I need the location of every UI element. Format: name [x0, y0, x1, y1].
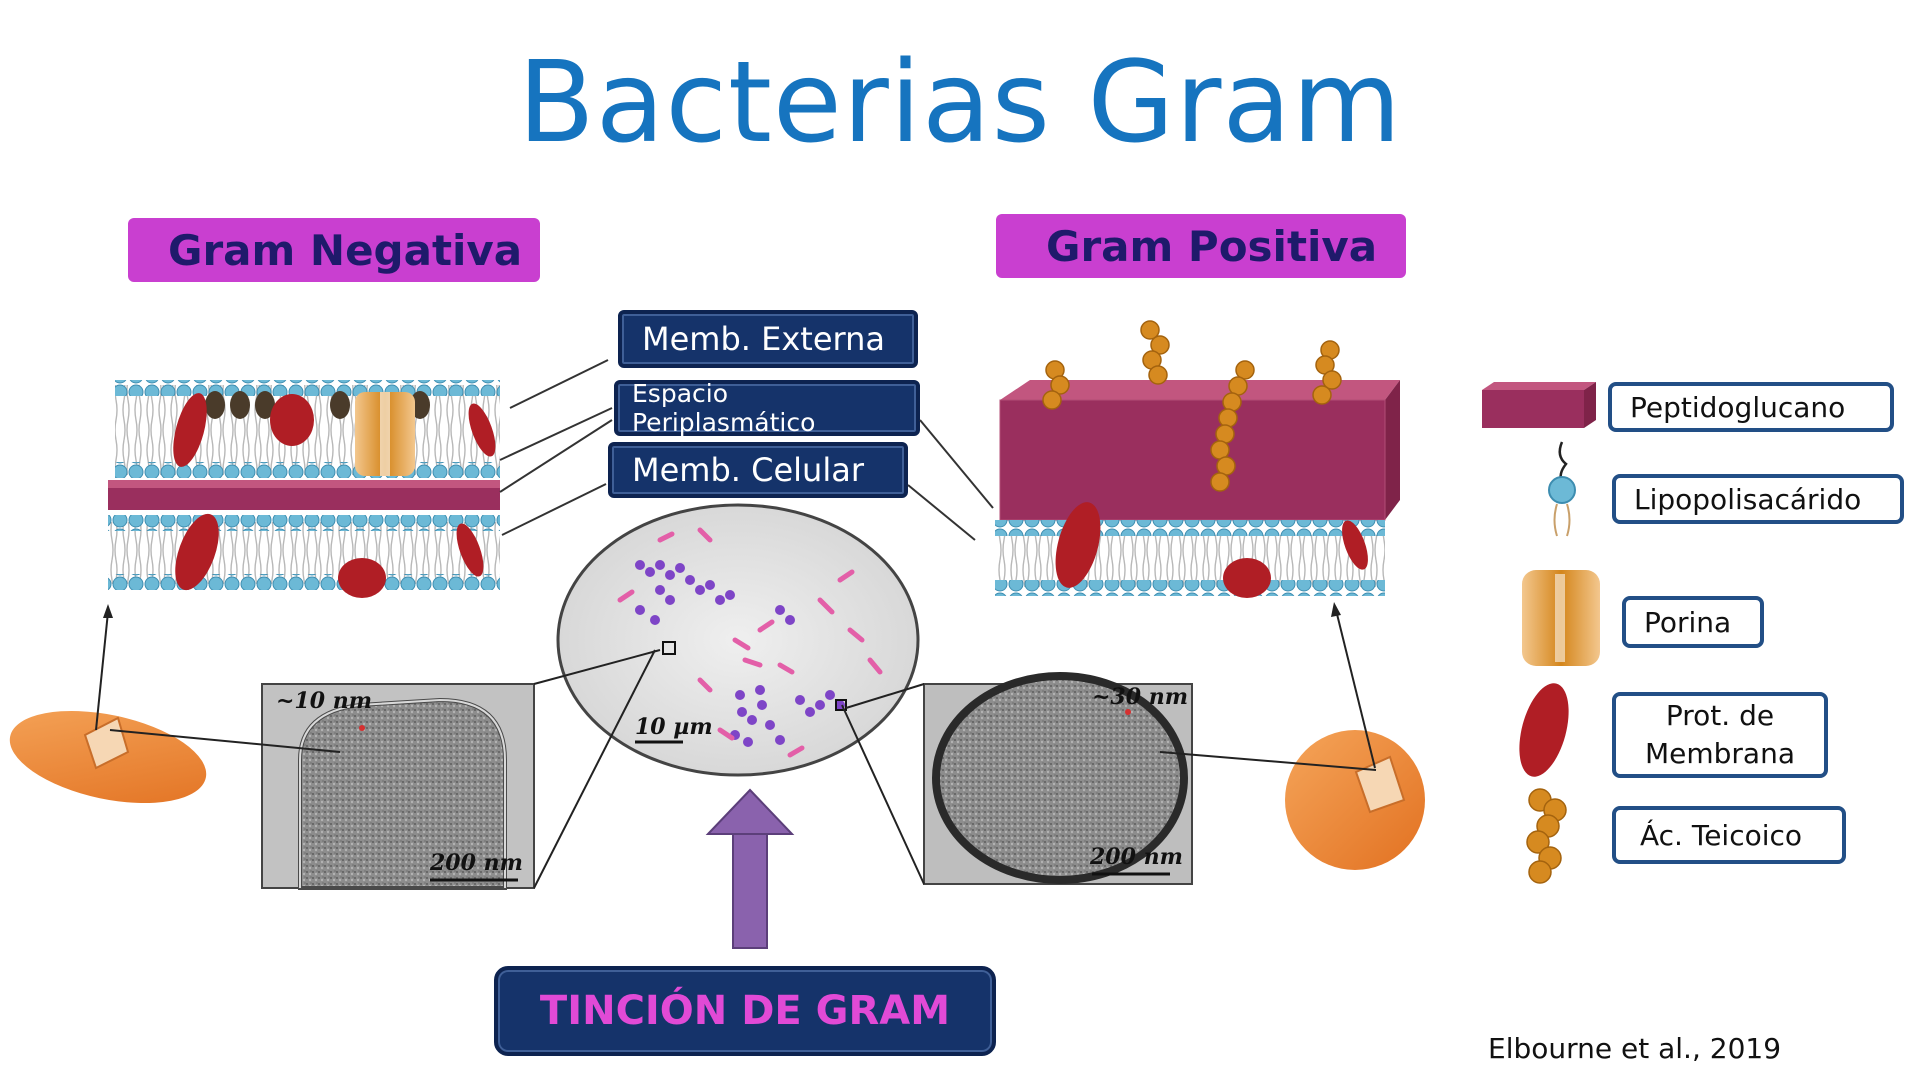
- legend-prot-line1: Prot. de: [1665, 699, 1775, 732]
- label-memb-celular-text: Memb. Celular: [632, 451, 864, 489]
- label-gram-negativa-text: Gram Negativa: [168, 225, 523, 275]
- legend-prot-membrana: Prot. de Membrana: [1612, 692, 1828, 778]
- label-memb-externa-text: Memb. Externa: [642, 320, 885, 358]
- gram-negative-cell-icon: [9, 604, 341, 804]
- up-arrow-icon: [705, 788, 795, 949]
- neg-scale-label: 200 nm: [430, 850, 523, 876]
- gram-positive-cell-icon: [1159, 602, 1425, 870]
- citation: Elbourne et al., 2019: [1488, 1032, 1782, 1065]
- legend-lipopolisacarido: Lipopolisacárido: [1612, 474, 1904, 524]
- tincion-banner-text: TINCIÓN DE GRAM: [539, 988, 951, 1034]
- legend-icons: [1482, 382, 1600, 884]
- label-gram-positiva: Gram Positiva: [996, 214, 1406, 278]
- membrane-protein-icon: [1519, 683, 1569, 777]
- legend-teicoico-text: Ác. Teicoico: [1640, 818, 1803, 852]
- legend-porina: Porina: [1622, 596, 1764, 648]
- legend-porina-text: Porina: [1644, 605, 1732, 639]
- porin-icon: [1522, 570, 1600, 666]
- legend-peptidoglucano-text: Peptidoglucano: [1630, 390, 1846, 424]
- label-espacio-periplasmatico: Espacio Periplasmático: [614, 379, 920, 437]
- label-espacio-periplasmatico-text: Espacio Periplasmático: [632, 379, 816, 437]
- gram-positive-membrane: [995, 320, 1400, 598]
- label-gram-positiva-text: Gram Positiva: [1046, 221, 1378, 271]
- legend-lipopolisacarido-text: Lipopolisacárido: [1634, 482, 1862, 516]
- leader-lines: [499, 359, 994, 541]
- slide-title: Bacterias Gram: [517, 38, 1403, 168]
- label-gram-negativa: Gram Negativa: [128, 218, 540, 282]
- teichoic-acid-icon: [1526, 788, 1567, 884]
- pos-scale-label: 200 nm: [1090, 844, 1183, 870]
- tincion-banner: TINCIÓN DE GRAM: [494, 966, 996, 1056]
- peptidoglycan-icon: [1482, 382, 1596, 428]
- label-memb-externa: Memb. Externa: [618, 310, 918, 368]
- legend-prot-line2: Membrana: [1644, 737, 1795, 770]
- lipopolysaccharide-icon: [1548, 441, 1576, 537]
- label-memb-celular: Memb. Celular: [608, 442, 908, 498]
- legend-teicoico: Ác. Teicoico: [1612, 806, 1846, 864]
- tem-gram-negative: [261, 649, 661, 890]
- legend-peptidoglucano: Peptidoglucano: [1608, 382, 1894, 432]
- neg-thickness-label: ~10 nm: [276, 688, 372, 714]
- tem-gram-positive: [841, 672, 1193, 885]
- stain-scale-label: 10 µm: [635, 714, 713, 740]
- gram-negative-membrane: [108, 380, 500, 598]
- pos-thickness-label: ~30 nm: [1092, 684, 1188, 710]
- gram-stain-micrograph: [556, 503, 920, 777]
